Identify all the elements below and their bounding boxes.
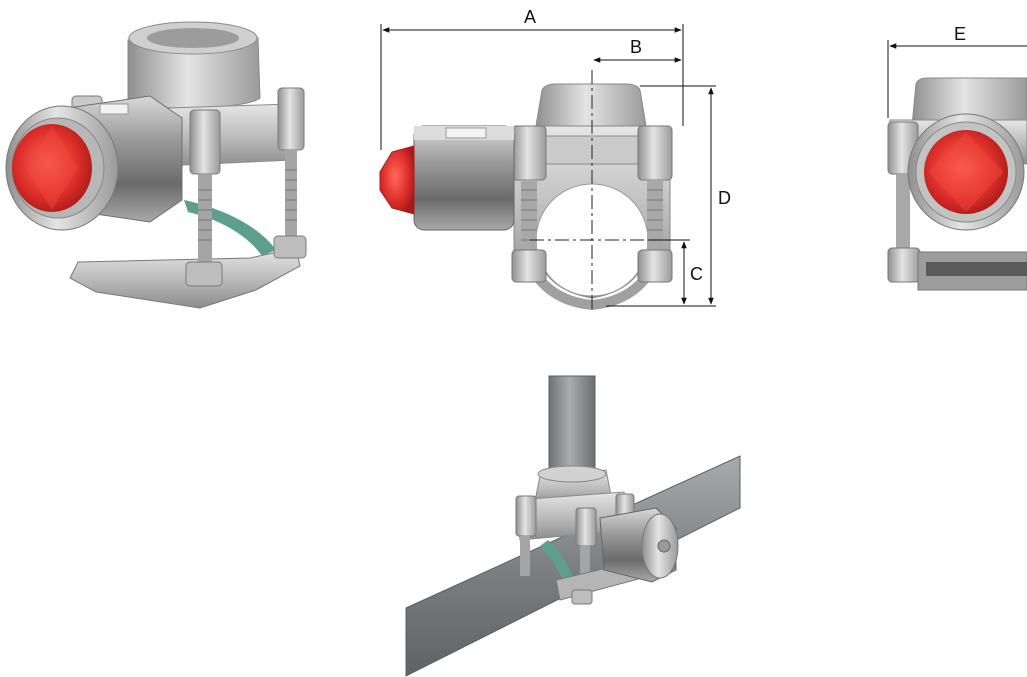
dimension-label-c: C bbox=[690, 264, 703, 284]
dimension-label-e: E bbox=[954, 24, 966, 44]
dimension-label-d: D bbox=[718, 188, 731, 208]
installed-view bbox=[405, 375, 741, 677]
dimension-label-b: B bbox=[630, 37, 642, 57]
perspective-view bbox=[5, 21, 307, 309]
dimension-label-a: A bbox=[524, 7, 536, 27]
front-view: E bbox=[887, 24, 1027, 291]
side-view: A B C D bbox=[379, 7, 731, 312]
